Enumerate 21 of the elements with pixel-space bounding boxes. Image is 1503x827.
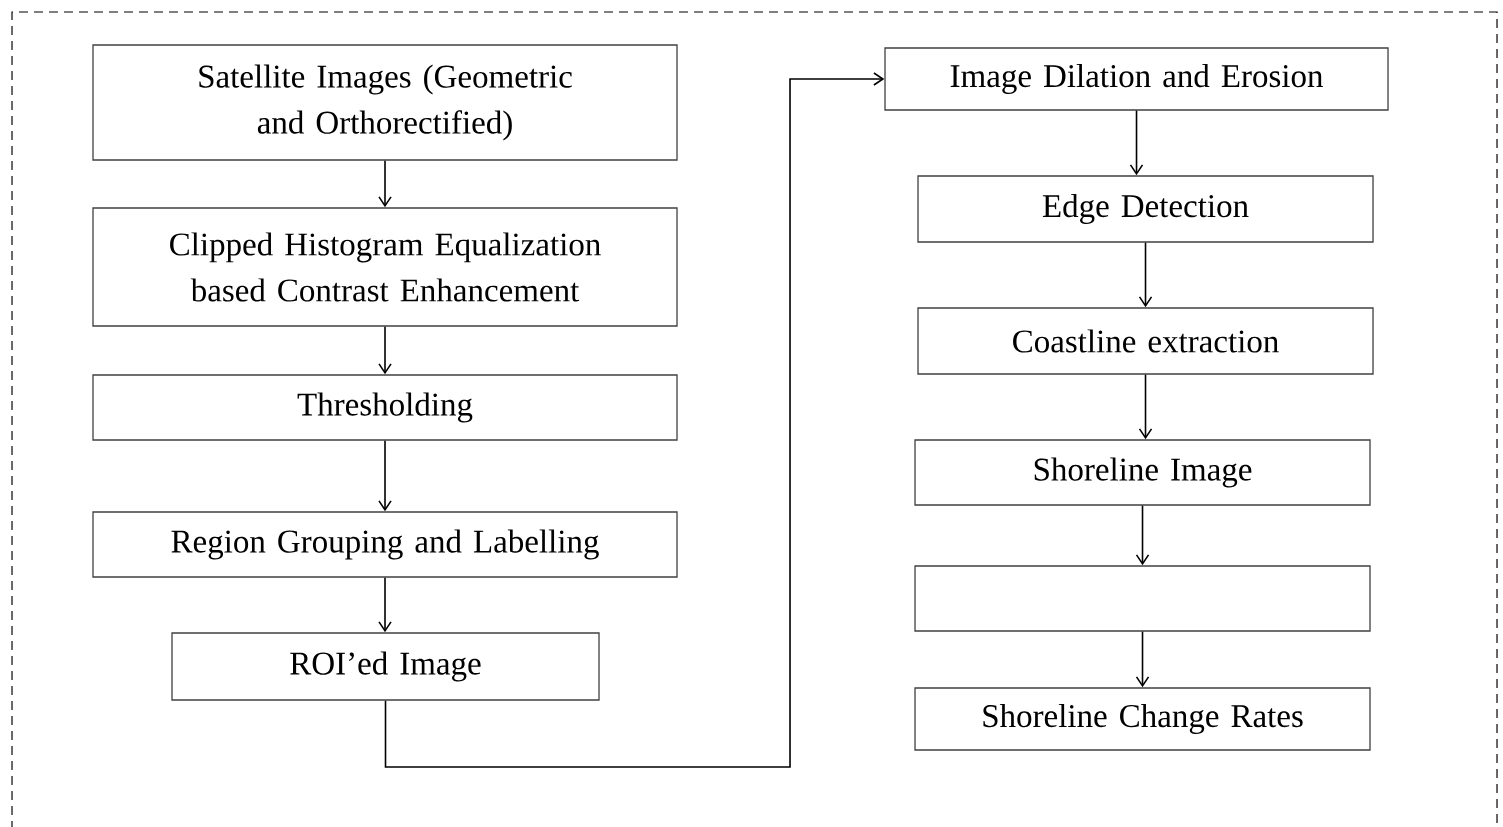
arrow xyxy=(384,72,885,768)
arrow xyxy=(1135,630,1150,688)
process-box: Edge Detection xyxy=(917,175,1374,243)
arrow xyxy=(378,576,392,633)
arrow xyxy=(378,325,392,375)
process-box: Image Dilation and Erosion xyxy=(884,47,1389,111)
arrow xyxy=(378,159,392,208)
process-box: ROI’ed Image xyxy=(171,632,600,701)
arrow xyxy=(1138,373,1153,440)
process-box xyxy=(914,565,1371,632)
process-box: Shoreline Change Rates xyxy=(914,687,1371,751)
process-box: Satellite Images (Geometric and Orthorectified) xyxy=(92,44,678,161)
arrow xyxy=(1129,109,1144,176)
process-box: Region Grouping and Labelling xyxy=(92,511,678,578)
arrow xyxy=(1135,504,1150,566)
arrow xyxy=(1138,241,1153,308)
process-box: Shoreline Image xyxy=(914,439,1371,506)
process-box: Thresholding xyxy=(92,374,678,441)
arrow xyxy=(378,439,392,512)
process-box: Coastline extraction xyxy=(917,307,1374,375)
process-box: Clipped Histogram Equalization based Contrast Enhancement xyxy=(92,207,678,327)
